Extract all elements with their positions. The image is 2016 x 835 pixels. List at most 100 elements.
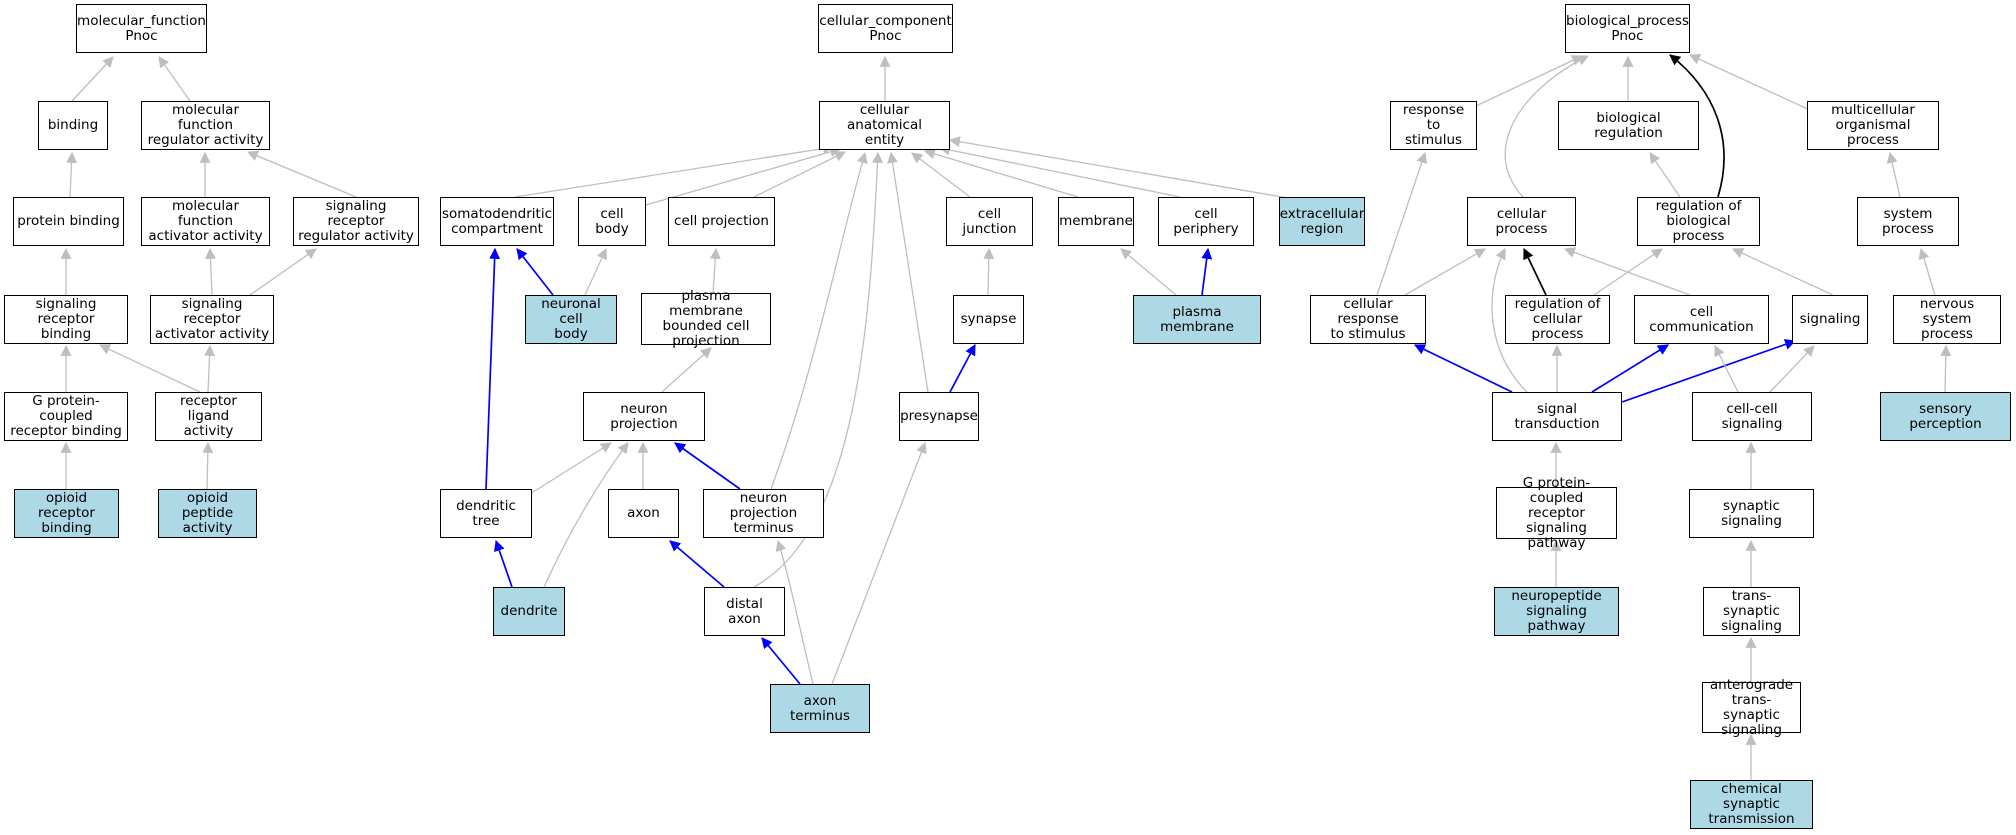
node-cell-junction: cell junction: [946, 197, 1033, 246]
edge-neuronal-cb-body: [584, 247, 607, 296]
node-extracellular-region: extracellular region: [1279, 197, 1365, 246]
node-gpcr-signaling-pathway: G protein-coupled receptor signaling pat…: [1496, 475, 1617, 550]
edge-mf-reg: [158, 56, 191, 102]
edge-binding: [71, 56, 114, 102]
node-neuronal-cell-body: neuronal cell body: [525, 295, 617, 344]
edge-sys-proc: [1886, 151, 1901, 198]
edge-presynapse-synapse: [949, 344, 976, 393]
node-gpcr-binding: G protein-coupled receptor binding: [4, 392, 128, 441]
edge-neuronal-cb-somato: [516, 248, 554, 296]
node-regulation-of-cellular-process: regulation of cellular process: [1505, 295, 1610, 344]
node-membrane: membrane: [1058, 197, 1134, 246]
edge-nsp: [1918, 247, 1936, 296]
edge-cell-comm: [1563, 247, 1691, 296]
edge-signaling-rbp: [1732, 248, 1834, 296]
node-somatodendritic-compartment: somatodendritic compartment: [440, 197, 554, 246]
edge-membrane: [923, 148, 1079, 198]
edge-neuron-proj: [661, 347, 712, 393]
node-biological-regulation: biological regulation: [1558, 101, 1699, 150]
node-plasma-membrane-bounded-cell-projection: plasma membrane bounded cell projection: [641, 289, 771, 349]
edge-extracellular: [948, 136, 1301, 201]
node-cell-projection: cell projection: [668, 197, 775, 246]
node-binding: binding: [38, 101, 108, 150]
edge-cell-body: [645, 146, 842, 206]
edge-synapse: [983, 247, 995, 296]
edge-somato: [514, 143, 835, 198]
node-cellular-response-to-stimulus: cellular response to stimulus: [1310, 295, 1426, 344]
edge-rts-root: [1475, 55, 1583, 107]
edge-distal-axon-axon: [669, 540, 725, 588]
node-distal-axon: distal axon: [704, 587, 785, 636]
node-opioid-peptide-activity: opioid peptide activity: [158, 489, 257, 538]
edge-at-presynapse: [831, 441, 927, 685]
node-cell-communication: cell communication: [1634, 295, 1769, 344]
node-plasma-membrane: plasma membrane: [1133, 295, 1261, 344]
node-neuron-projection-terminus: neuron projection terminus: [703, 489, 824, 538]
edge-npt-np: [674, 442, 741, 490]
edge-ccs-signaling: [1769, 345, 1815, 393]
node-synaptic-signaling: synaptic signaling: [1689, 489, 1814, 538]
edge-crs-rts: [1376, 151, 1428, 296]
edge-cell-proc-root: [1504, 55, 1589, 198]
edge-rbp-root: [1669, 54, 1725, 198]
edge-sr-reg: [246, 150, 357, 198]
edge-protein-binding: [66, 151, 78, 198]
edge-cell-proj: [753, 151, 846, 198]
edge-crs-cell-proc: [1404, 248, 1486, 296]
node-signaling-receptor-activator-activity: signaling receptor activator activity: [150, 295, 274, 344]
edge-st-signaling: [1621, 339, 1797, 403]
edge-rl-act: [204, 344, 216, 393]
node-system-process: system process: [1857, 197, 1959, 246]
node-signaling-receptor-regulator-activity: signaling receptor regulator activity: [293, 197, 419, 246]
node-synapse: synapse: [953, 295, 1024, 344]
edge-dendrite-dt: [494, 539, 513, 588]
edge-ccs-cell-comm: [1714, 345, 1739, 393]
edge-mop: [1689, 54, 1811, 111]
node-receptor-ligand-activity: receptor ligand activity: [155, 392, 262, 441]
edge-pm-periphery: [1201, 247, 1213, 296]
edge-dendritic-tree-np: [529, 442, 612, 495]
edge-presynapse-cae: [887, 151, 929, 393]
node-neuropeptide-signaling-pathway: neuropeptide signaling pathway: [1494, 587, 1619, 636]
node-response-to-stimulus: response to stimulus: [1390, 101, 1477, 150]
node-axon-terminus: axon terminus: [770, 684, 870, 733]
node-cell-cell-signaling: cell-cell signaling: [1692, 392, 1812, 441]
edge-sensory: [1940, 344, 1952, 393]
edge-st-cell-proc: [1491, 248, 1528, 393]
edge-opioid-pa: [202, 441, 214, 490]
node-opioid-receptor-binding: opioid receptor binding: [14, 489, 119, 538]
edge-sr-act-reg: [249, 248, 317, 296]
edge-npt-cae: [770, 151, 868, 490]
edge-rl-binding: [99, 344, 201, 393]
edge-at-distal: [761, 637, 801, 685]
node-presynapse: presynapse: [899, 392, 979, 441]
node-anterograde-trans-synaptic-signaling: anterograde trans-synaptic signaling: [1702, 677, 1801, 737]
node-molecular-function-regulator-activity: molecular function regulator activity: [141, 101, 270, 150]
node-cellular-anatomical-entity: cellular anatomical entity: [819, 101, 950, 150]
node-cellular-process: cellular process: [1467, 197, 1576, 246]
edge-st-cell-comm: [1591, 344, 1669, 393]
node-signaling: signaling: [1792, 295, 1868, 344]
node-cell-body: cell body: [578, 197, 646, 246]
node-sensory-perception: sensory perception: [1880, 392, 2011, 441]
node-signaling-receptor-binding: signaling receptor binding: [4, 295, 128, 344]
node-molecular-function-root: molecular_function Pnoc: [76, 4, 207, 53]
node-cell-periphery: cell periphery: [1158, 197, 1254, 246]
node-molecular-function-activator-activity: molecular function activator activity: [141, 197, 270, 246]
node-axon: axon: [608, 489, 679, 538]
node-chemical-synaptic-transmission: chemical synaptic transmission: [1690, 780, 1813, 829]
edge-pmbcp: [709, 247, 721, 294]
edge-cell-periphery: [938, 144, 1181, 198]
edge-dendrite-np: [543, 442, 629, 588]
edge-distal-axon-cae: [753, 151, 884, 588]
node-protein-binding: protein binding: [13, 197, 124, 246]
edge-cell-junction: [911, 152, 971, 198]
edge-sr-act: [204, 247, 216, 296]
node-nervous-system-process: nervous system process: [1893, 295, 2001, 344]
edge-at-npt: [775, 539, 814, 685]
node-regulation-of-biological-process: regulation of biological process: [1637, 197, 1760, 246]
edge-pm-membrane: [1120, 248, 1177, 296]
node-signal-transduction: signal transduction: [1492, 392, 1622, 441]
node-dendrite: dendrite: [493, 587, 565, 636]
